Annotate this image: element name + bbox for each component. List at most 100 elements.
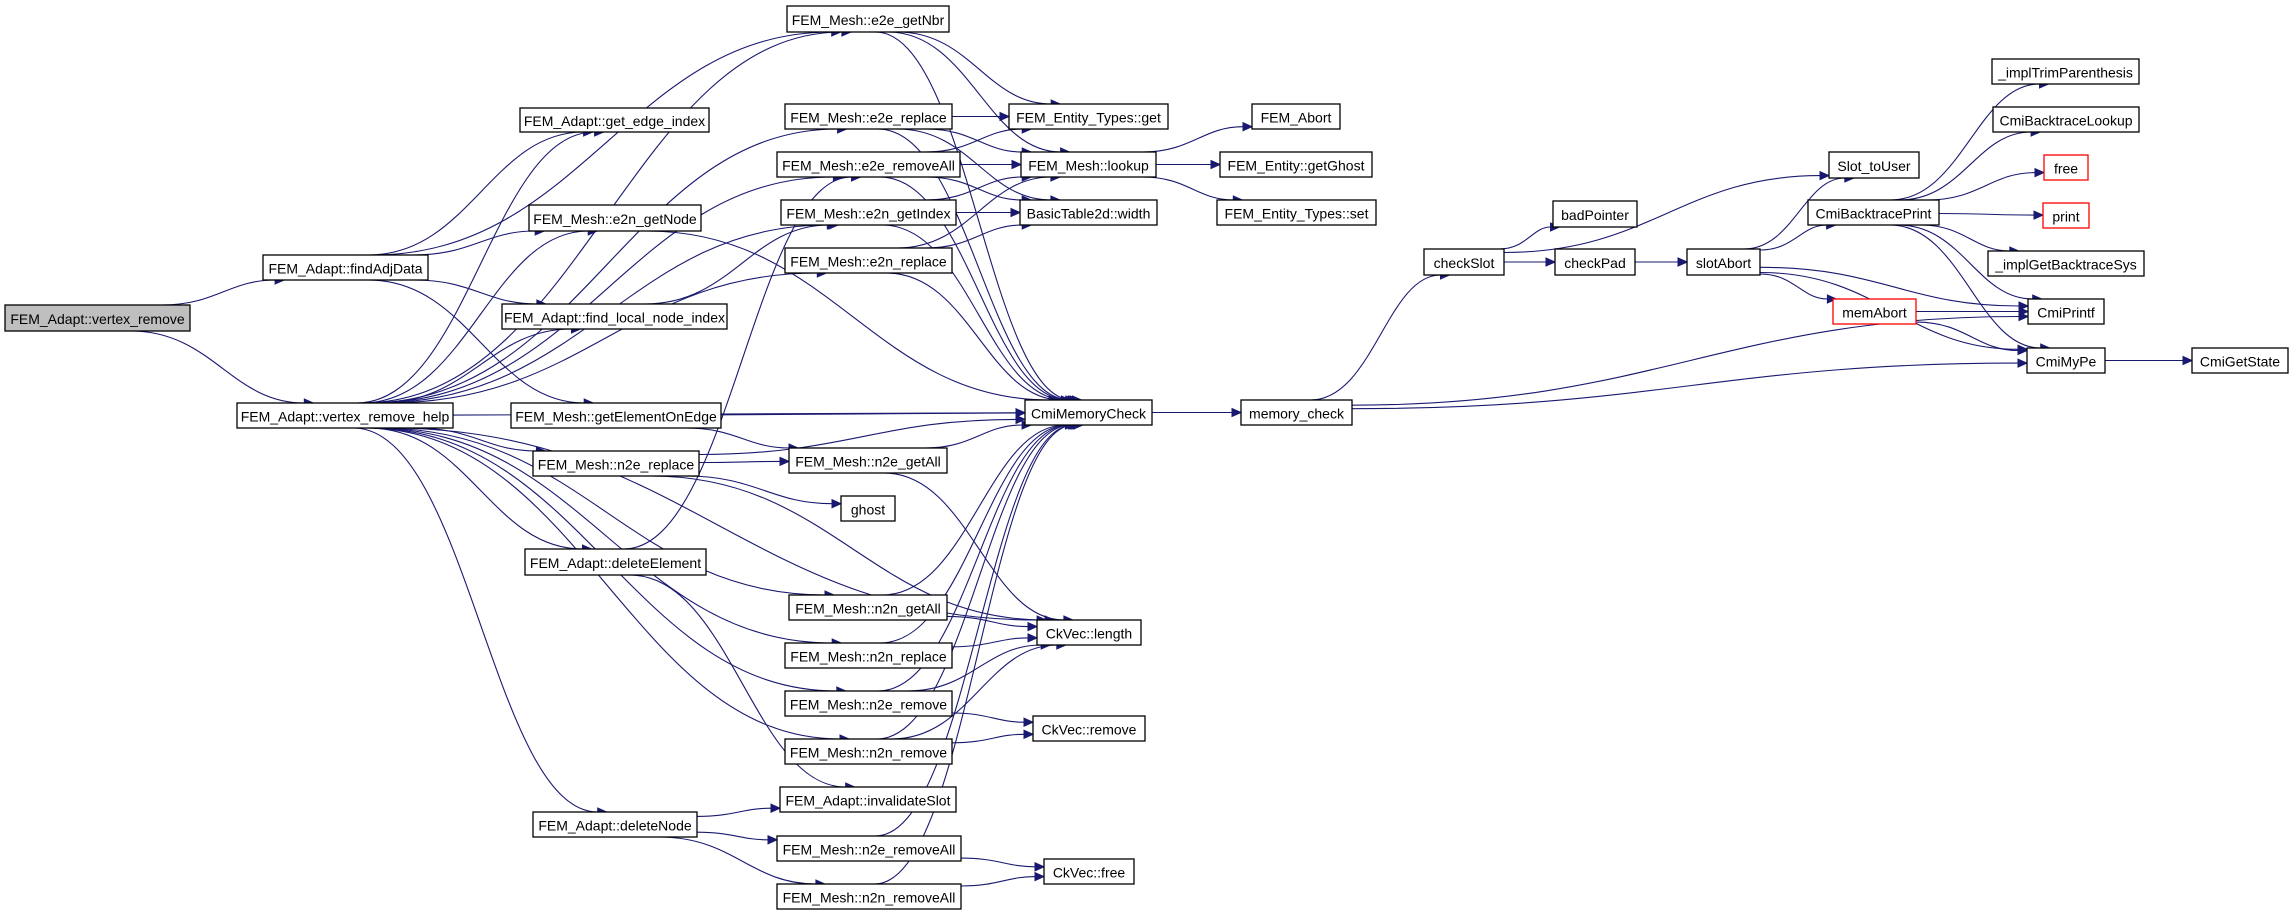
node-n2n-replace[interactable]: FEM_Mesh::n2n_replace xyxy=(784,642,953,669)
node-label: FEM_Adapt::deleteElement xyxy=(530,555,701,571)
node-impltrimparenthesis[interactable]: _implTrimParenthesis xyxy=(1991,58,2140,85)
edge-line xyxy=(1351,362,2019,410)
node-findadjdata[interactable]: FEM_Adapt::findAdjData xyxy=(262,254,429,281)
node-box xyxy=(784,103,953,130)
node-e2e-getnbr[interactable]: FEM_Mesh::e2e_getNbr xyxy=(786,5,950,33)
arrowhead-icon xyxy=(1015,408,1027,418)
node-memabort[interactable]: memAbort xyxy=(1832,298,1917,325)
node-e2n-getindex[interactable]: FEM_Mesh::e2n_getIndex xyxy=(780,199,957,226)
node-cmibacktraceprint[interactable]: CmiBacktracePrint xyxy=(1807,199,1940,226)
node-n2e-replace[interactable]: FEM_Mesh::n2e_replace xyxy=(532,450,700,477)
node-box xyxy=(2026,347,2106,374)
node-fem-abort[interactable]: FEM_Abort xyxy=(1251,103,1341,130)
node-entity-types-get[interactable]: FEM_Entity_Types::get xyxy=(1008,103,1169,130)
edge-e2e_getNbr-to-lookup xyxy=(887,31,1071,157)
node-n2n-remove[interactable]: FEM_Mesh::n2n_remove xyxy=(784,738,953,765)
edge-line xyxy=(1142,126,1244,153)
node-n2n-getall[interactable]: FEM_Mesh::n2n_getAll xyxy=(788,594,948,621)
node-box xyxy=(532,811,698,838)
node-ckvec-length[interactable]: CkVec::length xyxy=(1036,619,1142,646)
node-e2e-replace[interactable]: FEM_Mesh::e2e_replace xyxy=(784,103,953,130)
node-deleteelement[interactable]: FEM_Adapt::deleteElement xyxy=(524,548,707,576)
node-memory-check[interactable]: memory_check xyxy=(1240,399,1353,426)
node-implgetbacktracesys[interactable]: _implGetBacktraceSys xyxy=(1987,250,2145,277)
edge-CmiMemoryCheck-to-memory_check xyxy=(1152,407,1243,418)
node-box xyxy=(784,642,953,669)
node-e2e-removeall[interactable]: FEM_Mesh::e2e_removeAll xyxy=(776,151,961,178)
edge-line xyxy=(378,328,572,404)
node-box xyxy=(1552,200,1638,228)
node-cmigetstate[interactable]: CmiGetState xyxy=(2191,347,2289,374)
node-basictable2d-width[interactable]: BasicTable2d::width xyxy=(1019,199,1158,226)
node-box xyxy=(528,204,702,232)
node-get-edge-index[interactable]: FEM_Adapt::get_edge_index xyxy=(519,107,710,133)
node-checkpad[interactable]: checkPad xyxy=(1554,248,1636,276)
node-box xyxy=(776,835,962,862)
edge-n2n_getAll-to-CmiMemoryCheck xyxy=(882,420,1076,596)
node-print[interactable]: print xyxy=(2042,202,2090,229)
edge-vertex_remove-to-vertex_remove_help xyxy=(130,330,315,408)
node-cmibacktracelookup[interactable]: CmiBacktraceLookup xyxy=(1992,106,2140,133)
node-box xyxy=(501,303,728,330)
node-badpointer[interactable]: badPointer xyxy=(1552,200,1638,228)
node-free[interactable]: free xyxy=(2043,154,2089,181)
edge-n2e_replace-to-n2e_getAll xyxy=(698,456,791,467)
node-e2n-replace[interactable]: FEM_Mesh::e2n_replace xyxy=(784,247,953,274)
node-deletenode[interactable]: FEM_Adapt::deleteNode xyxy=(532,811,698,838)
arrowhead-icon xyxy=(1027,633,1039,643)
edge-line xyxy=(882,424,1066,596)
arrowhead-icon xyxy=(2034,167,2046,178)
node-box xyxy=(1043,858,1135,885)
node-box xyxy=(262,254,429,281)
node-lookup[interactable]: FEM_Mesh::lookup xyxy=(1020,151,1157,178)
node-label: CkVec::length xyxy=(1046,626,1132,642)
edge-n2e_remove-to-CkVec_remove xyxy=(951,712,1035,727)
edge-CmiBacktracePrint-to-CmiMyPe xyxy=(1889,224,2051,353)
node-find-local-node-index[interactable]: FEM_Adapt::find_local_node_index xyxy=(501,303,728,330)
node-getelementonedge[interactable]: FEM_Mesh::getElementOnEdge xyxy=(510,402,722,429)
node-entity-types-set[interactable]: FEM_Entity_Types::set xyxy=(1216,199,1377,226)
edge-line xyxy=(1310,274,1441,401)
node-getghost[interactable]: FEM_Entity::getGhost xyxy=(1219,151,1373,178)
node-box xyxy=(1008,103,1169,130)
node-n2e-remove[interactable]: FEM_Mesh::n2e_remove xyxy=(784,690,953,717)
edge-line xyxy=(696,831,769,841)
node-label: FEM_Adapt::findAdjData xyxy=(268,261,422,277)
node-slot-touser[interactable]: Slot_toUser xyxy=(1828,151,1920,179)
node-cmiprintf[interactable]: CmiPrintf xyxy=(2027,298,2105,325)
node-box xyxy=(510,402,722,429)
edge-vertex_remove_help-to-deleteElement xyxy=(368,427,593,554)
node-vertex-remove-help[interactable]: FEM_Adapt::vertex_remove_help xyxy=(236,402,454,429)
node-vertex-remove[interactable]: FEM_Adapt::vertex_remove xyxy=(4,304,191,332)
node-cmimype[interactable]: CmiMyPe xyxy=(2026,347,2106,374)
node-box xyxy=(519,107,710,133)
node-label: FEM_Mesh::lookup xyxy=(1028,158,1149,174)
arrowhead-icon xyxy=(1826,294,1838,304)
node-n2e-removeall[interactable]: FEM_Mesh::n2e_removeAll xyxy=(776,835,962,862)
node-n2e-getall[interactable]: FEM_Mesh::n2e_getAll xyxy=(788,447,948,474)
edge-vertex_remove_help-to-deleteNode xyxy=(353,427,608,817)
node-label: FEM_Adapt::invalidateSlot xyxy=(786,793,951,809)
arrowhead-icon xyxy=(2017,345,2029,356)
node-ckvec-remove[interactable]: CkVec::remove xyxy=(1032,715,1146,742)
node-invalidateslot[interactable]: FEM_Adapt::invalidateSlot xyxy=(779,786,957,813)
node-label: FEM_Mesh::n2n_removeAll xyxy=(783,890,956,906)
edge-line xyxy=(946,615,1029,628)
node-box xyxy=(784,247,953,274)
node-ckvec-free[interactable]: CkVec::free xyxy=(1043,858,1135,885)
node-slotabort[interactable]: slotAbort xyxy=(1686,248,1761,276)
node-label: FEM_Adapt::vertex_remove xyxy=(10,311,185,327)
arrowhead-icon xyxy=(779,456,791,467)
edge-line xyxy=(1889,224,2041,349)
node-checkslot[interactable]: checkSlot xyxy=(1423,248,1505,276)
node-n2n-removeall[interactable]: FEM_Mesh::n2n_removeAll xyxy=(776,883,962,910)
edge-line xyxy=(1897,224,2033,300)
node-ghost[interactable]: ghost xyxy=(840,495,896,522)
node-label: CmiGetState xyxy=(2200,354,2280,370)
node-e2n-getnode[interactable]: FEM_Mesh::e2n_getNode xyxy=(528,204,702,232)
node-label: memory_check xyxy=(1249,406,1345,422)
node-box xyxy=(1992,106,2140,133)
edge-deleteNode-to-n2e_removeAll xyxy=(696,831,779,845)
node-cmimemorycheck[interactable]: CmiMemoryCheck xyxy=(1024,399,1153,426)
